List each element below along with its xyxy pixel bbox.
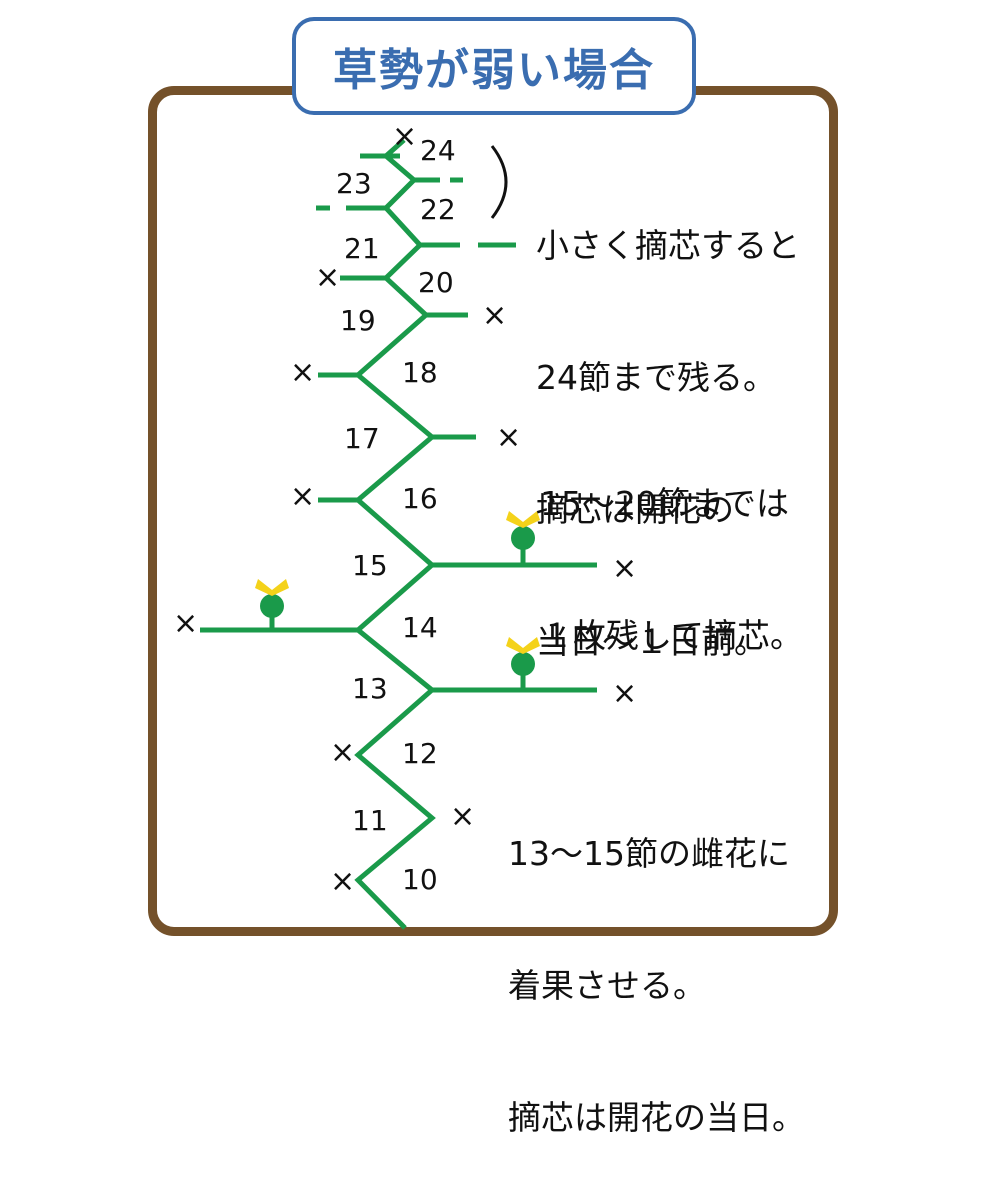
node-label-23: 23 bbox=[336, 167, 372, 200]
node-label-22: 22 bbox=[420, 193, 456, 226]
pinch-mark: × bbox=[612, 676, 637, 711]
note-line: 24節まで残る。 bbox=[536, 358, 776, 397]
vine-diagram: 24 23 22 21 20 19 18 17 16 15 14 13 12 1… bbox=[173, 119, 637, 930]
node-label-11: 11 bbox=[352, 804, 388, 837]
pinch-mark: × bbox=[315, 260, 340, 295]
pinch-mark: × bbox=[482, 298, 507, 333]
diagram-frame bbox=[148, 86, 838, 936]
bracket bbox=[490, 145, 508, 219]
node-label-12: 12 bbox=[402, 737, 438, 770]
female-flower bbox=[506, 511, 540, 550]
female-flower bbox=[255, 579, 289, 618]
note-line: 着果させる。 bbox=[508, 966, 706, 1005]
note-top: 小さく摘芯すると 24節まで残る。 摘芯は開花の 当日〜１日前。 bbox=[536, 136, 800, 708]
node-label-14: 14 bbox=[402, 611, 438, 644]
note-bottom: 13〜15節の雌花に 着果させる。 摘芯は開花の当日。 bbox=[508, 744, 805, 1184]
pinch-mark: × bbox=[330, 735, 355, 770]
female-flower bbox=[506, 637, 540, 676]
node-label-10: 10 bbox=[402, 863, 438, 896]
pinch-mark: × bbox=[612, 551, 637, 586]
node-label-15: 15 bbox=[352, 549, 388, 582]
node-label-17: 17 bbox=[344, 422, 380, 455]
pinch-mark: × bbox=[392, 119, 417, 154]
note-middle: 15〜20節までは １枚残して摘芯。 bbox=[540, 394, 803, 702]
note-line: 摘芯は開花の bbox=[536, 490, 734, 529]
pinch-mark: × bbox=[173, 606, 198, 641]
pinch-mark: × bbox=[450, 799, 475, 834]
node-label-20: 20 bbox=[418, 266, 454, 299]
note-line: 小さく摘芯すると bbox=[536, 226, 800, 265]
page-title: 草勢が弱い場合 bbox=[333, 45, 655, 96]
note-line: １枚残して摘芯。 bbox=[540, 616, 804, 655]
node-label-21: 21 bbox=[344, 232, 380, 265]
note-line: 当日〜１日前。 bbox=[536, 622, 767, 661]
node-label-24: 24 bbox=[420, 134, 456, 167]
pinch-mark: × bbox=[290, 355, 315, 390]
pinch-mark: × bbox=[496, 420, 521, 455]
note-line: 15〜20節までは bbox=[540, 484, 789, 523]
title-box: 草勢が弱い場合 bbox=[292, 17, 696, 115]
note-line: 摘芯は開花の当日。 bbox=[508, 1098, 805, 1137]
note-line: 13〜15節の雌花に bbox=[508, 834, 790, 873]
pinch-mark: × bbox=[290, 479, 315, 514]
pinch-mark: × bbox=[330, 864, 355, 899]
node-label-16: 16 bbox=[402, 482, 438, 515]
node-label-13: 13 bbox=[352, 672, 388, 705]
node-label-18: 18 bbox=[402, 356, 438, 389]
node-label-19: 19 bbox=[340, 304, 376, 337]
